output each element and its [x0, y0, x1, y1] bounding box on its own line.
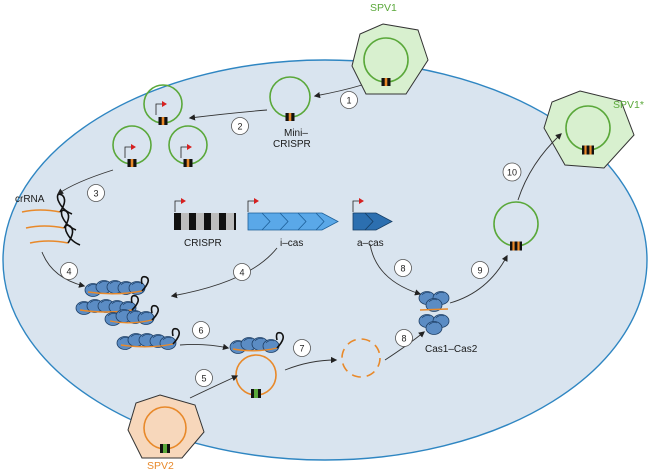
replicated-plasmid — [143, 84, 183, 125]
step-marker: 7 — [293, 339, 311, 357]
spv2-label: SPV2 — [147, 460, 174, 472]
step-number: 4 — [239, 268, 244, 278]
step-marker: 5 — [195, 369, 213, 387]
step-marker: 10 — [502, 162, 522, 182]
step-number: 5 — [201, 374, 206, 384]
degraded-spv2-dna — [341, 338, 381, 378]
step-number: 1 — [346, 96, 351, 106]
mini-crispr-label-line2: CRISPR — [273, 139, 311, 150]
spv1-label: SPV1 — [370, 2, 397, 14]
step-number: 6 — [198, 326, 203, 336]
step-marker: 3 — [87, 184, 105, 202]
step-marker: 4 — [233, 263, 251, 281]
mini-crispr-plasmid — [269, 76, 311, 121]
spv1-star-label: SPV1* — [613, 99, 644, 111]
step-marker: 9 — [471, 261, 489, 279]
spv2-virion — [127, 394, 205, 459]
cascade-targeting-complex — [229, 331, 285, 398]
step-number: 8 — [401, 334, 406, 344]
step-marker: 8 — [395, 329, 413, 347]
host-cell — [2, 59, 648, 461]
step-number: 2 — [237, 122, 242, 132]
step-marker: 1 — [340, 91, 358, 109]
step-marker: 8 — [394, 259, 412, 277]
step-markers: 1 2 3 4 4 5 6 7 — [60, 91, 522, 387]
step-marker: 4 — [60, 262, 78, 280]
spv1-star-virion — [543, 90, 635, 169]
step-number: 7 — [299, 344, 304, 354]
step-number: 9 — [477, 266, 482, 276]
cas1-cas2-label: Cas1–Cas2 — [425, 344, 478, 355]
cas1-cas2-complex — [418, 291, 450, 335]
a-cas-genes — [352, 197, 393, 231]
step-marker: 6 — [192, 321, 210, 339]
step-number: 8 — [400, 264, 405, 274]
a-cas-label: a–cas — [357, 238, 384, 249]
step-number: 3 — [93, 189, 98, 199]
mini-crispr-label-line1: Mini– — [284, 128, 308, 139]
step-marker: 2 — [231, 117, 249, 135]
crispr-array — [174, 197, 236, 230]
step-number: 4 — [66, 267, 71, 277]
i-cas-label: i–cas — [280, 238, 303, 249]
step-number: 10 — [507, 168, 517, 178]
replicated-plasmid — [168, 125, 208, 167]
crrna-label: crRNA — [15, 194, 45, 205]
adapted-spv1-plasmid — [493, 201, 539, 251]
spv1-virion — [351, 23, 429, 95]
i-cas-genes — [247, 197, 339, 231]
crispr-label: CRISPR — [184, 238, 222, 249]
crrna-transcripts — [21, 193, 81, 246]
replicated-plasmid — [112, 125, 152, 167]
cascade-complexes — [75, 275, 181, 350]
